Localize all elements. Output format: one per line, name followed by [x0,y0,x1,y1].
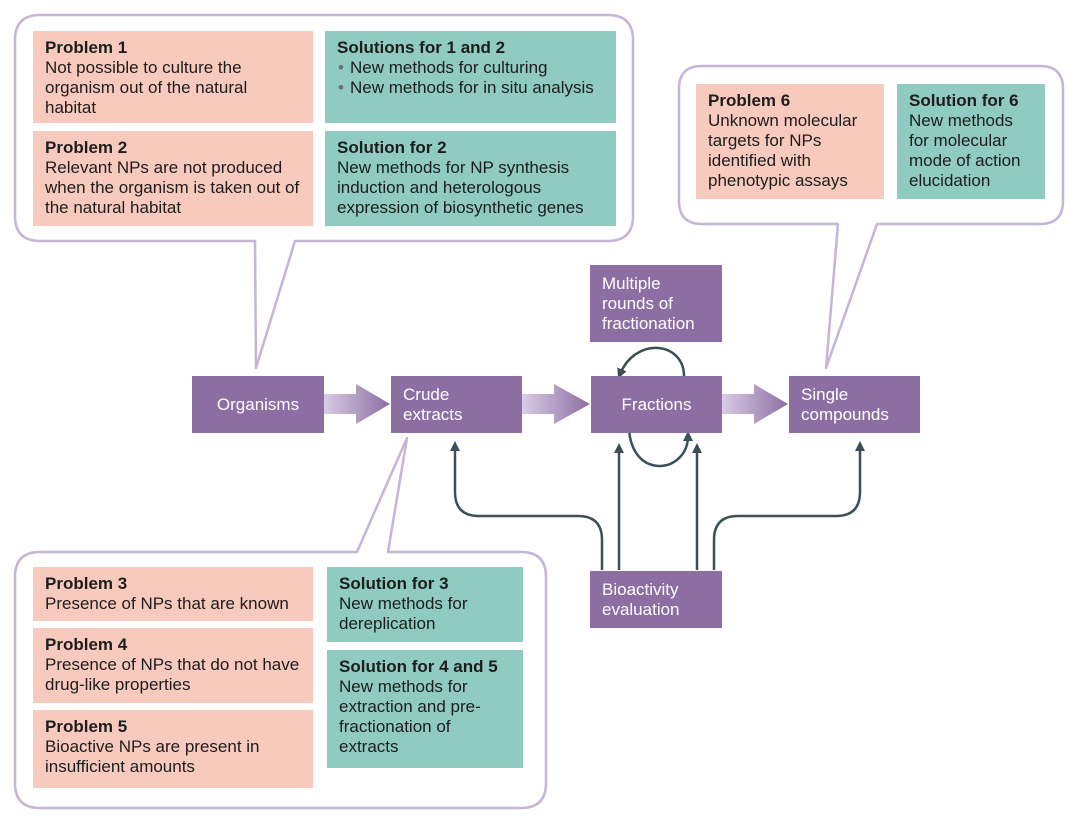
node-single-compounds-label: Single compounds [801,384,889,424]
node-single-compounds: Single compounds [789,376,920,433]
solutions-1-and-2-card: Solutions for 1 and 2 New methods for cu… [325,31,616,123]
problem-4-title: Problem 4 [45,635,128,654]
problem-5-title: Problem 5 [45,717,128,736]
solution-3-text: New methods for dereplication [339,594,468,633]
loop-arrow-bottom [627,419,693,468]
solution-3-card: Solution for 3 New methods for dereplica… [327,567,523,642]
problem-1-title: Problem 1 [45,38,128,57]
solution-2-title: Solution for 2 [337,138,447,157]
node-fractions-label: Fractions [621,394,692,414]
node-organisms: Organisms [192,376,324,433]
problem-3-card: Problem 3 Presence of NPs that are known [33,567,313,621]
problem-6-card: Problem 6 Unknown molecular targets for … [696,84,884,199]
problem-5-card: Problem 5 Bioactive NPs are present in i… [33,710,313,788]
node-multiple-rounds: Multiple rounds of fractionation [590,265,722,342]
problem-1-card: Problem 1 Not possible to culture the or… [33,31,313,123]
problem-5-text: Bioactive NPs are present in insufficien… [45,737,260,776]
problem-6-title: Problem 6 [708,91,791,110]
node-fractions: Fractions [591,376,722,433]
solution-4-and-5-title: Solution for 4 and 5 [339,657,498,676]
problem-1-text: Not possible to culture the organism out… [45,58,248,117]
node-crude-extracts-label: Crude extracts [403,384,463,424]
solution-6-card: Solution for 6 New methods for molecular… [897,84,1045,199]
solutions-1-and-2-list: New methods for culturing New methods fo… [337,58,604,98]
solution-2-text: New methods for NP synthesis induction a… [337,158,584,217]
node-bioactivity-label: Bioactivity evaluation [602,579,680,619]
solution-item-culturing: New methods for culturing [337,58,604,78]
node-crude-extracts: Crude extracts [391,376,522,433]
flow-arrow-3 [722,384,788,424]
feedback-to-crude-extracts [450,441,604,570]
problem-4-card: Problem 4 Presence of NPs that do not ha… [33,628,313,703]
problem-3-title: Problem 3 [45,574,128,593]
solutions-1-and-2-title: Solutions for 1 and 2 [337,38,506,57]
problem-2-title: Problem 2 [45,138,128,157]
loop-arrow-top [617,346,686,379]
feedback-to-single-compounds [712,441,865,570]
flow-arrow-2 [522,384,590,424]
solution-4-and-5-text: New methods for extraction and pre-fract… [339,677,481,756]
problem-3-text: Presence of NPs that are known [45,594,289,613]
problem-6-text: Unknown molecular targets for NPs identi… [708,111,858,190]
solution-item-in-situ: New methods for in situ analysis [337,78,604,98]
solution-6-title: Solution for 6 [909,91,1019,110]
node-multiple-rounds-label: Multiple rounds of fractionation [602,273,695,333]
solution-3-title: Solution for 3 [339,574,449,593]
solution-6-text: New methods for molecular mode of action… [909,111,1021,190]
problem-2-card: Problem 2 Relevant NPs are not produced … [33,131,313,226]
node-bioactivity: Bioactivity evaluation [590,571,722,628]
solution-4-and-5-card: Solution for 4 and 5 New methods for ext… [327,650,523,768]
problem-4-text: Presence of NPs that do not have drug-li… [45,655,300,694]
node-organisms-label: Organisms [216,394,300,414]
problem-2-text: Relevant NPs are not produced when the o… [45,158,300,217]
solution-2-card: Solution for 2 New methods for NP synthe… [325,131,616,226]
flow-arrow-1 [324,384,390,424]
